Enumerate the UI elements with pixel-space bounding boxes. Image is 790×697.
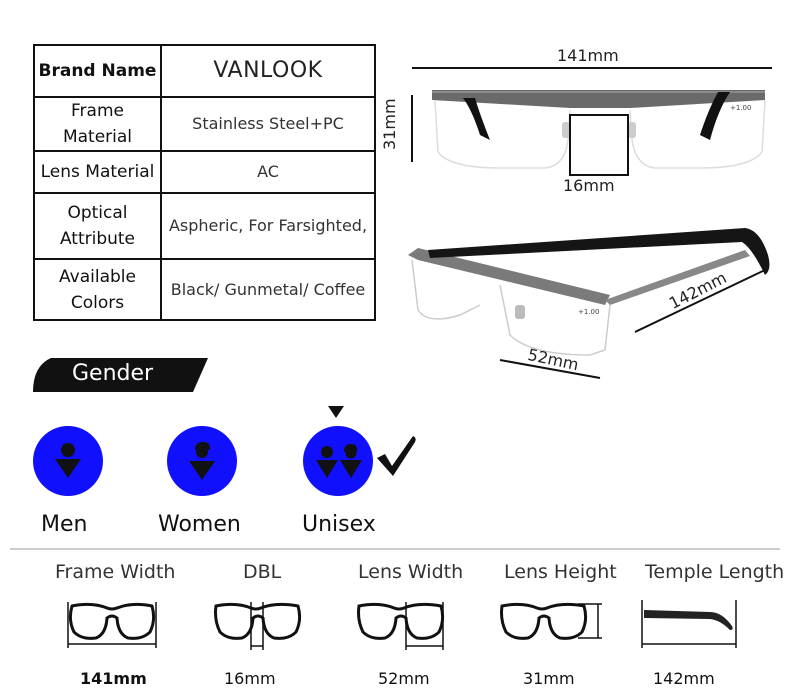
spec-row-colors: Available Colors Black/ Gunmetal/ Coffee (33, 258, 376, 321)
spec-value: VANLOOK (160, 44, 376, 98)
section-divider (10, 548, 780, 550)
lens-mark-text: +1.00 (730, 104, 751, 112)
measure-value-temple-length: 142mm (653, 669, 715, 688)
measure-value-dbl: 16mm (224, 669, 276, 688)
measure-value-lens-height: 31mm (523, 669, 575, 688)
unisex-icon (316, 444, 362, 478)
gender-option-women[interactable] (167, 426, 237, 496)
measure-header-dbl: DBL (243, 561, 282, 583)
gender-label-women: Women (158, 512, 241, 537)
spec-row-optical-attribute: Optical Attribute Aspheric, For Farsight… (33, 192, 376, 260)
dbl-glasses-icon (214, 602, 302, 650)
gender-header-bar (33, 358, 208, 392)
measure-value-frame-width: 141mm (80, 669, 147, 688)
side-view-glasses-diagram: +1.00 (408, 228, 770, 379)
measure-value-lens-width: 52mm (378, 669, 430, 688)
height-dim-label: 31mm (380, 98, 399, 150)
lens-width-glasses-icon (357, 602, 445, 650)
measure-header-lens-width: Lens Width (358, 561, 464, 583)
gender-label-unisex: Unisex (302, 512, 376, 537)
spec-key: Brand Name (33, 44, 162, 98)
gender-option-unisex[interactable] (303, 426, 373, 496)
frame-width-dim-label: 141mm (557, 46, 619, 65)
side-lens-mark-text: +1.00 (578, 308, 599, 316)
spec-row-lens-material: Lens Material AC (33, 150, 376, 194)
bridge-dim-label: 16mm (563, 176, 615, 195)
spec-value: Stainless Steel+PC (160, 96, 376, 152)
spec-table: Brand Name VANLOOK Frame Material Stainl… (33, 44, 376, 321)
spec-value: AC (160, 150, 376, 194)
spec-row-brand: Brand Name VANLOOK (33, 44, 376, 98)
spec-key: Available Colors (33, 258, 162, 321)
gender-label-men: Men (41, 512, 88, 537)
gender-option-men[interactable] (33, 426, 103, 496)
spec-key: Lens Material (33, 150, 162, 194)
selected-indicator-triangle-icon (328, 406, 344, 418)
measure-header-lens-height: Lens Height (504, 561, 617, 583)
man-icon (55, 443, 81, 478)
spec-key: Frame Material (33, 96, 162, 152)
spec-value: Black/ Gunmetal/ Coffee (160, 258, 376, 321)
spec-row-frame-material: Frame Material Stainless Steel+PC (33, 96, 376, 152)
checkmark-icon (377, 436, 416, 476)
spec-value: Aspheric, For Farsighted, (160, 192, 376, 260)
spec-key: Optical Attribute (33, 192, 162, 260)
measure-header-frame-width: Frame Width (55, 561, 176, 583)
measure-header-temple-length: Temple Length (645, 561, 785, 583)
gender-title: Gender (72, 361, 154, 386)
woman-icon (189, 442, 215, 480)
lens-height-glasses-icon (500, 602, 602, 640)
front-view-glasses-diagram: +1.00 (411, 67, 772, 176)
frame-width-glasses-icon (67, 602, 157, 648)
temple-length-icon (641, 600, 737, 648)
